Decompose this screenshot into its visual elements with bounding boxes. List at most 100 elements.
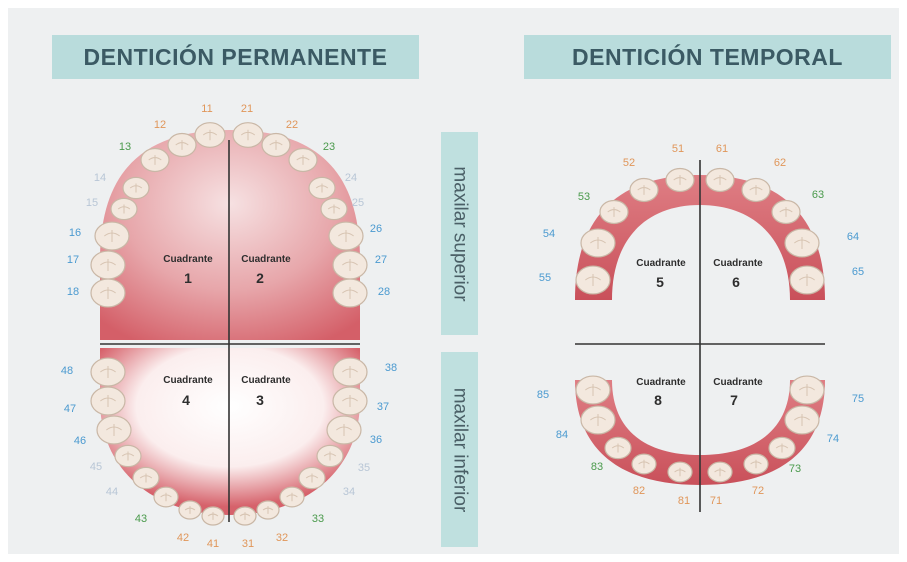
permanent-upper-tooth [288, 147, 318, 173]
permanent-upper-tooth [90, 250, 126, 280]
quadrant-2-number: 2 [256, 270, 264, 286]
tooth-number: 25 [352, 197, 364, 209]
permanent-upper-tooth [320, 197, 348, 221]
quadrant-8-number: 8 [654, 392, 662, 408]
tooth-number: 75 [852, 393, 864, 405]
tooth-number: 38 [385, 362, 397, 374]
tooth-number: 55 [539, 272, 551, 284]
temporal-upper-tooth [705, 167, 735, 193]
lower-jaw-label: maxilar inferior [441, 352, 478, 547]
quadrant-4-number: 4 [182, 392, 190, 408]
tooth-number: 46 [74, 435, 86, 447]
upper-jaw-label: maxilar superior [441, 132, 478, 335]
tooth-number: 13 [119, 141, 131, 153]
tooth-number: 21 [241, 103, 253, 115]
tooth-number: 43 [135, 513, 147, 525]
permanent-upper-tooth [90, 278, 126, 308]
tooth-number: 84 [556, 429, 568, 441]
permanent-lower-tooth [316, 444, 344, 468]
tooth-number: 16 [69, 227, 81, 239]
tooth-number: 36 [370, 434, 382, 446]
permanent-upper-tooth [308, 176, 336, 200]
tooth-number: 72 [752, 485, 764, 497]
temporal-upper-tooth [629, 177, 659, 203]
temporal-upper-tooth [580, 228, 616, 258]
tooth-number: 65 [852, 266, 864, 278]
tooth-number: 47 [64, 403, 76, 415]
tooth-number: 52 [623, 157, 635, 169]
tooth-number: 48 [61, 365, 73, 377]
temporal-upper-gum [575, 175, 825, 300]
quadrant-7-number: 7 [730, 392, 738, 408]
permanent-lower-tooth [178, 500, 202, 520]
permanent-upper-tooth [332, 250, 368, 280]
tooth-number: 32 [276, 532, 288, 544]
quadrant-2-word: Cuadrante [241, 254, 291, 265]
quadrant-3-word: Cuadrante [241, 375, 291, 386]
tooth-number: 83 [591, 461, 603, 473]
temporal-upper-arch [575, 167, 825, 300]
quadrant-5-number: 5 [656, 274, 664, 290]
quadrant-3-number: 3 [256, 392, 264, 408]
temporal-lower-tooth [575, 375, 611, 405]
permanent-lower-tooth [96, 415, 132, 445]
temporal-lower-tooth [580, 405, 616, 435]
permanent-upper-tooth [167, 132, 197, 158]
temporal-upper-tooth [665, 167, 695, 193]
quadrant-7-word: Cuadrante [713, 377, 763, 388]
permanent-lower-tooth [201, 506, 225, 526]
quadrant-4-word: Cuadrante [163, 375, 213, 386]
temporal-upper-tooth [575, 265, 611, 295]
tooth-number: 34 [343, 486, 355, 498]
permanent-upper-tooth [328, 221, 364, 251]
permanent-lower-tooth [298, 466, 326, 490]
temporal-lower-tooth [789, 375, 825, 405]
tooth-number: 27 [375, 254, 387, 266]
permanent-upper-tooth [110, 197, 138, 221]
tooth-number: 44 [106, 486, 118, 498]
permanent-upper-arch [90, 122, 368, 340]
tooth-number: 22 [286, 119, 298, 131]
permanent-lower-tooth [153, 486, 179, 508]
tooth-number: 24 [345, 172, 357, 184]
tooth-number: 51 [672, 143, 684, 155]
tooth-number: 14 [94, 172, 106, 184]
quadrant-1-number: 1 [184, 270, 192, 286]
quadrant-8-word: Cuadrante [636, 377, 686, 388]
tooth-number: 35 [358, 462, 370, 474]
permanent-lower-tooth [279, 486, 305, 508]
permanent-upper-tooth [332, 278, 368, 308]
permanent-lower-tooth [132, 466, 160, 490]
permanent-lower-arch [90, 348, 368, 526]
permanent-upper-tooth [122, 176, 150, 200]
lower-floor [100, 348, 360, 515]
permanent-lower-tooth [332, 386, 368, 416]
title-temporal-banner: DENTICIÓN TEMPORAL [524, 35, 891, 79]
tooth-number: 53 [578, 191, 590, 203]
tooth-number: 45 [90, 461, 102, 473]
title-temporal: DENTICIÓN TEMPORAL [572, 43, 843, 70]
temporal-upper-tooth [771, 199, 801, 225]
temporal-lower-tooth [604, 436, 632, 460]
tooth-number: 54 [543, 228, 555, 240]
tooth-number: 28 [378, 286, 390, 298]
permanent-upper-tooth [94, 221, 130, 251]
temporal-lower-tooth [707, 461, 733, 483]
title-permanent: DENTICIÓN PERMANENTE [83, 43, 388, 70]
tooth-number: 11 [201, 103, 212, 115]
permanent-upper-tooth [261, 132, 291, 158]
tooth-number: 37 [377, 401, 389, 413]
permanent-upper-tooth [140, 147, 170, 173]
permanent-lower-tooth [256, 500, 280, 520]
temporal-lower-tooth [743, 453, 769, 475]
tooth-number: 33 [312, 513, 324, 525]
tooth-number: 85 [537, 389, 549, 401]
quadrant-6-word: Cuadrante [713, 258, 763, 269]
tooth-number: 62 [774, 157, 786, 169]
permanent-lower-tooth [326, 415, 362, 445]
temporal-lower-tooth [784, 405, 820, 435]
tooth-number: 63 [812, 189, 824, 201]
temporal-lower-tooth [631, 453, 657, 475]
